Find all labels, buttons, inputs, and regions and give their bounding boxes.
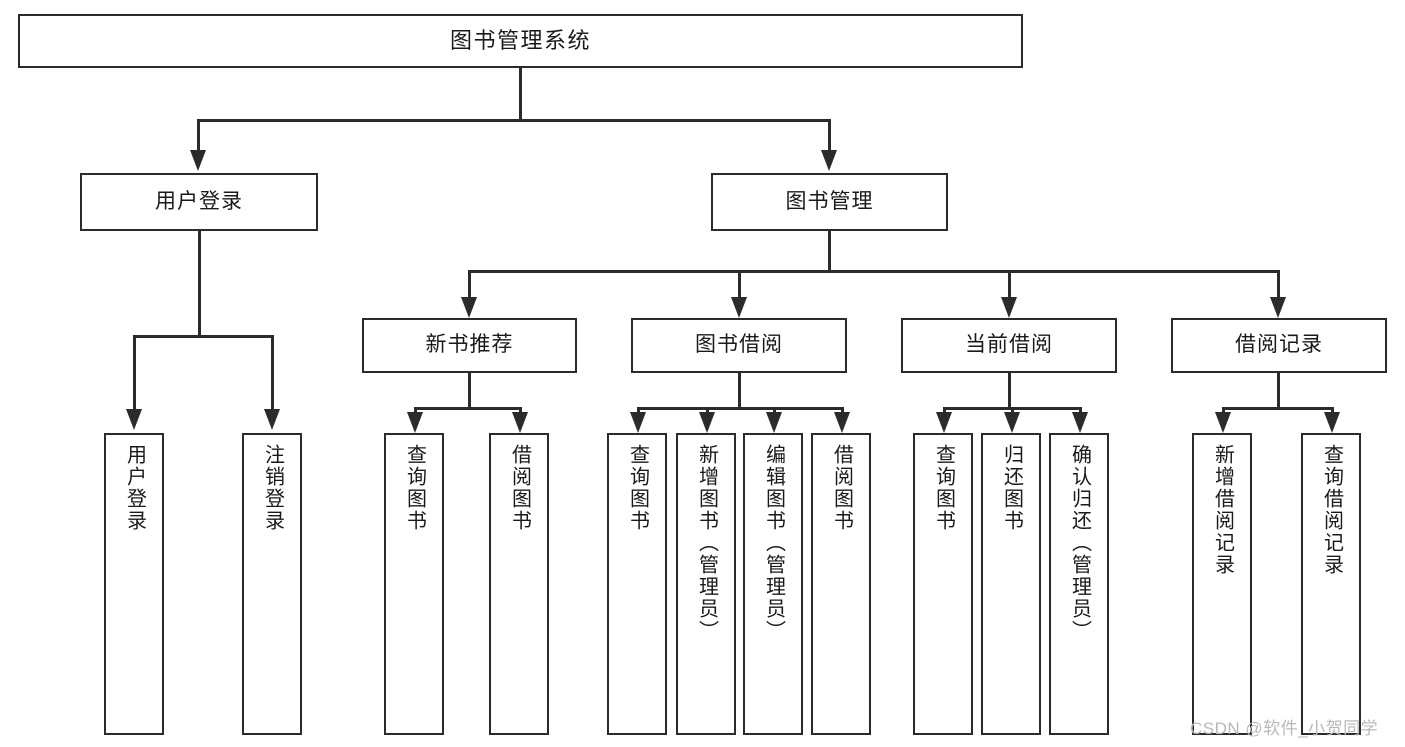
arrowhead-nb-query: [407, 412, 423, 433]
node-label: 借阅图书: [508, 444, 531, 532]
connector-drop-login: [133, 335, 136, 410]
arrowhead-logout: [264, 409, 280, 430]
arrowhead-user-login: [190, 150, 206, 171]
arrowhead-bb-edit: [766, 412, 782, 433]
node-label: 图书管理: [785, 189, 874, 213]
node-current-borrow[interactable]: 当前借阅: [901, 318, 1117, 373]
node-label: 当前借阅: [965, 333, 1053, 357]
leaf-br-add-record[interactable]: 新增借阅记录: [1192, 433, 1252, 735]
connector-drop-user-login: [197, 119, 200, 151]
leaf-logout[interactable]: 注销登录: [242, 433, 302, 735]
connector-drop-book-manage: [828, 119, 831, 151]
connector-book-borrow-bar: [637, 407, 843, 410]
connector-new-book-stem: [468, 373, 471, 409]
node-book-management[interactable]: 图书管理: [711, 173, 948, 231]
connector-level2-bar: [197, 119, 831, 122]
node-label: 编辑图书（管理员）: [762, 444, 785, 642]
arrowhead-bb-lend: [834, 412, 850, 433]
leaf-br-query-record[interactable]: 查询借阅记录: [1301, 433, 1361, 735]
leaf-bb-query-book[interactable]: 查询图书: [607, 433, 667, 735]
arrowhead-br-add: [1215, 412, 1231, 433]
leaf-cb-return-book[interactable]: 归还图书: [981, 433, 1041, 735]
node-label: 确认归还（管理员）: [1068, 444, 1091, 642]
arrowhead-bb-query: [630, 412, 646, 433]
node-label: 新增借阅记录: [1211, 444, 1234, 576]
leaf-bb-add-book-admin[interactable]: 新增图书（管理员）: [676, 433, 736, 735]
node-label: 图书借阅: [695, 333, 783, 357]
node-label: 归还图书: [1000, 444, 1023, 532]
node-label: 用户登录: [155, 189, 243, 213]
node-user-login[interactable]: 用户登录: [80, 173, 318, 231]
connector-root-stem: [519, 68, 522, 120]
leaf-nb-query-book[interactable]: 查询图书: [384, 433, 444, 735]
arrowhead-borrow-record: [1270, 297, 1286, 318]
node-label: 用户登录: [123, 444, 146, 532]
arrowhead-nb-borrow: [512, 412, 528, 433]
node-label: 查询借阅记录: [1320, 444, 1343, 576]
connector-new-book-bar: [414, 407, 522, 410]
node-label: 借阅图书: [830, 444, 853, 532]
node-label: 新书推荐: [425, 333, 514, 357]
arrowhead-book-borrow: [731, 297, 747, 318]
leaf-cb-confirm-return-admin[interactable]: 确认归还（管理员）: [1049, 433, 1109, 735]
connector-user-login-stem: [198, 231, 201, 336]
arrowhead-bb-add: [699, 412, 715, 433]
node-label: 借阅记录: [1235, 333, 1323, 357]
leaf-bb-lend-book[interactable]: 借阅图书: [811, 433, 871, 735]
arrowhead-cb-query: [936, 412, 952, 433]
connector-level3-bar: [468, 270, 1278, 273]
connector-current-borrow-stem: [1008, 373, 1011, 409]
arrowhead-login: [126, 409, 142, 430]
node-label: 查询图书: [403, 444, 426, 532]
leaf-cb-query-book[interactable]: 查询图书: [913, 433, 973, 735]
node-label: 图书管理系统: [449, 28, 591, 54]
connector-drop-current-borrow: [1008, 270, 1011, 299]
node-book-borrow[interactable]: 图书借阅: [631, 318, 847, 373]
node-borrow-record[interactable]: 借阅记录: [1171, 318, 1387, 373]
arrowhead-cb-confirm: [1072, 412, 1088, 433]
arrowhead-current-borrow: [1001, 297, 1017, 318]
leaf-bb-edit-book-admin[interactable]: 编辑图书（管理员）: [743, 433, 803, 735]
arrowhead-book-manage: [821, 150, 837, 171]
connector-drop-book-borrow: [738, 270, 741, 299]
connector-drop-borrow-record: [1277, 270, 1280, 299]
connector-book-manage-stem: [828, 231, 831, 272]
node-root-system[interactable]: 图书管理系统: [18, 14, 1023, 68]
arrowhead-cb-return: [1004, 412, 1020, 433]
connector-drop-logout: [271, 335, 274, 410]
node-label: 查询图书: [932, 444, 955, 532]
arrowhead-new-book: [461, 297, 477, 318]
connector-user-login-bar: [133, 335, 273, 338]
node-label: 注销登录: [261, 444, 284, 532]
arrowhead-br-query: [1324, 412, 1340, 433]
csdn-watermark: CSDN @软件_小贺同学: [1190, 719, 1379, 738]
connector-borrow-record-stem: [1277, 373, 1280, 409]
connector-drop-new-book: [468, 270, 471, 299]
node-new-book-recommend[interactable]: 新书推荐: [362, 318, 577, 373]
leaf-user-login[interactable]: 用户登录: [104, 433, 164, 735]
node-label: 查询图书: [626, 444, 649, 532]
connector-book-borrow-stem: [738, 373, 741, 409]
connector-borrow-record-bar: [1222, 407, 1334, 410]
leaf-nb-borrow-book[interactable]: 借阅图书: [489, 433, 549, 735]
node-label: 新增图书（管理员）: [695, 444, 718, 642]
